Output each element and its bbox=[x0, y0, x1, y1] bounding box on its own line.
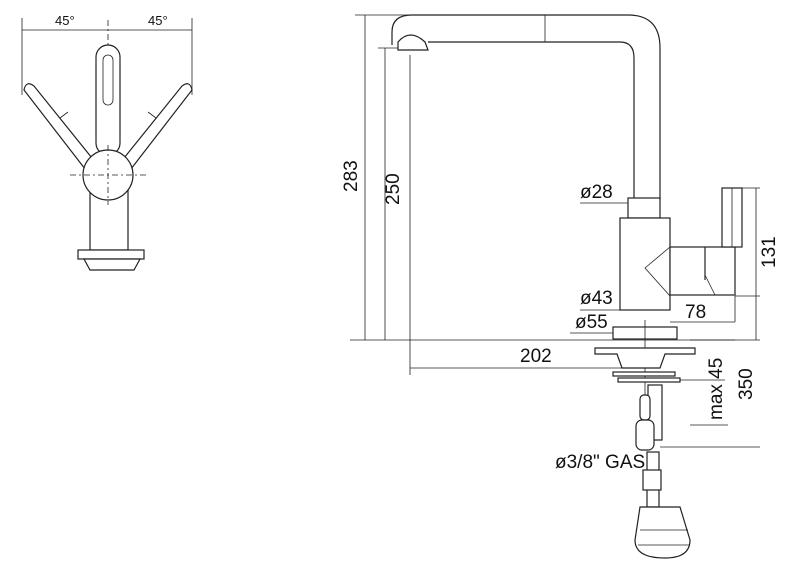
mounting-washer bbox=[612, 371, 676, 377]
lever-center-slot bbox=[102, 54, 114, 106]
spout-inner bbox=[428, 41, 635, 200]
height-total-label: 283 bbox=[341, 160, 362, 192]
angle-right-label: 45° bbox=[148, 13, 168, 28]
handle-depth-label: 78 bbox=[685, 302, 706, 323]
height-spout-label: 250 bbox=[383, 173, 404, 205]
connection-label: ø3/8" GAS bbox=[555, 452, 645, 473]
lever-left-outline bbox=[23, 83, 101, 179]
handle-height-label: 131 bbox=[759, 236, 780, 268]
side-view: 45° 45° bbox=[21, 13, 193, 271]
supply-hose bbox=[635, 384, 663, 508]
body-cartridge-notch bbox=[644, 246, 671, 297]
diameter-base-label: ø55 bbox=[575, 312, 608, 333]
lever-right-grip-line bbox=[147, 111, 157, 119]
mounting-nut bbox=[617, 377, 681, 383]
diameter-body-label: ø43 bbox=[580, 288, 613, 309]
spray-nozzle bbox=[397, 34, 429, 51]
lever-right-position bbox=[115, 83, 193, 179]
lever-right-outline bbox=[115, 83, 193, 179]
front-view: 283 250 ø28 131 ø43 78 ø55 202 bbox=[341, 14, 780, 559]
faucet-body bbox=[619, 217, 671, 311]
hose-nut bbox=[642, 469, 662, 491]
handle-block-chamfer bbox=[704, 274, 716, 296]
spray-head bbox=[634, 506, 691, 559]
spout-collar bbox=[627, 197, 661, 219]
angle-left-label: 45° bbox=[55, 13, 75, 28]
lever-left-position bbox=[23, 83, 101, 179]
hose-side-fitting bbox=[639, 394, 651, 421]
diameter-spout-label: ø28 bbox=[580, 182, 613, 203]
lever-center-position bbox=[95, 44, 121, 156]
max-counter-label: max 45 bbox=[706, 358, 727, 420]
side-base-plate bbox=[77, 249, 145, 260]
lever-left-grip-line bbox=[59, 111, 69, 119]
mounting-bracket bbox=[594, 347, 696, 369]
hose-length-label: 350 bbox=[736, 368, 757, 400]
handle-block bbox=[669, 246, 736, 296]
hose-connector bbox=[635, 419, 655, 451]
reach-label: 202 bbox=[520, 346, 552, 367]
side-base-foot bbox=[82, 258, 142, 271]
spout-outer bbox=[391, 14, 661, 200]
